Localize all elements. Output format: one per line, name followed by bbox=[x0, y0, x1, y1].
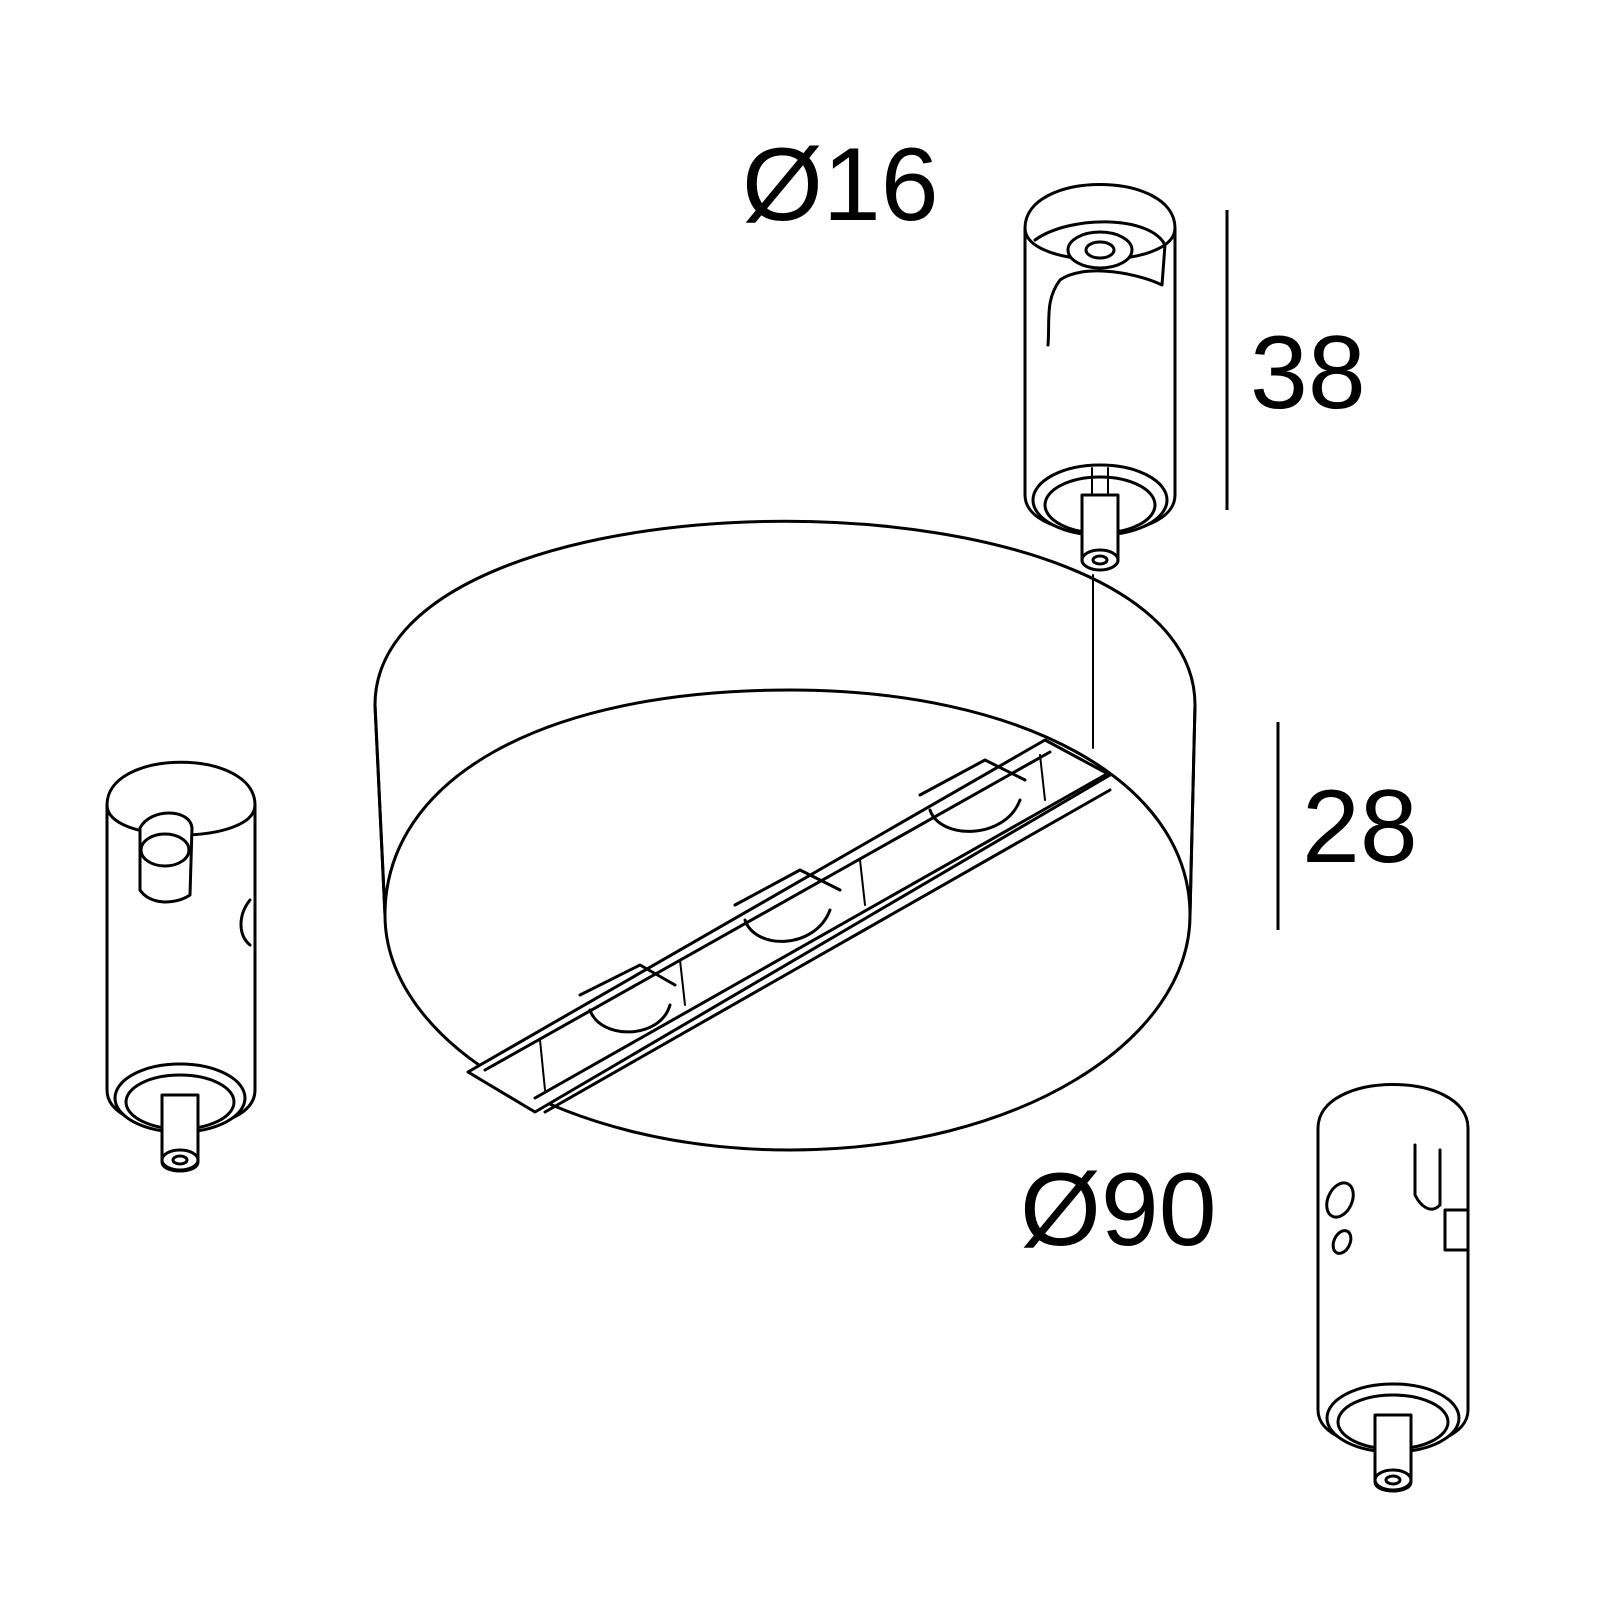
cap-height-label: 38 bbox=[1250, 315, 1366, 431]
left-cap bbox=[105, 760, 257, 1173]
top-cap bbox=[1023, 183, 1177, 572]
right-cap bbox=[1316, 1083, 1470, 1493]
led-strip bbox=[466, 738, 1112, 1114]
body-height-label: 28 bbox=[1302, 769, 1418, 885]
cap-diameter-label: Ø16 bbox=[742, 127, 939, 243]
body-diameter-label: Ø90 bbox=[1020, 1152, 1217, 1268]
